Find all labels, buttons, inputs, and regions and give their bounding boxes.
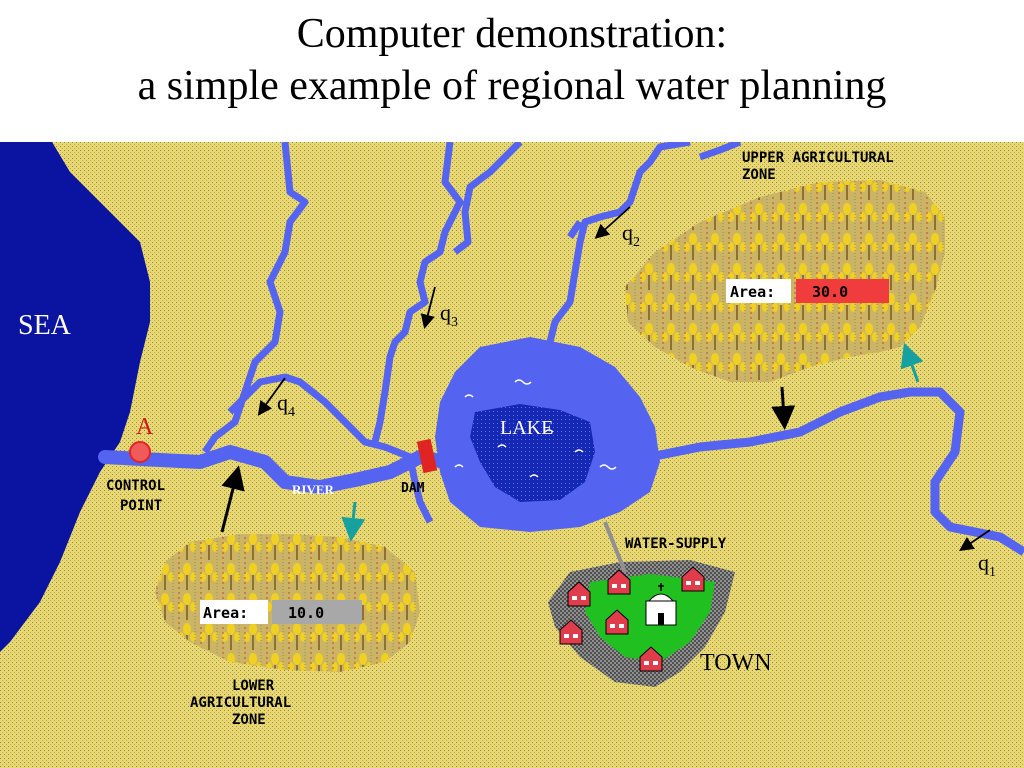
control-point-label-line1: CONTROL xyxy=(106,478,165,494)
dam xyxy=(416,438,438,474)
upper-zone-label-line2: ZONE xyxy=(742,167,776,183)
lower-zone-label-line3: ZONE xyxy=(232,712,266,728)
lower-area-label: Area: xyxy=(203,604,248,622)
control-point-marker xyxy=(129,441,151,463)
inflow-q3-label: q3 xyxy=(440,300,458,330)
lower-area-value-box xyxy=(272,600,362,624)
inflow-arrow-q1-icon xyxy=(959,529,991,552)
east-river xyxy=(649,387,1024,556)
page-title: Computer demonstration: a simple example… xyxy=(0,8,1024,112)
arrow-teal-up-icon xyxy=(900,342,924,383)
upper-area-value-box xyxy=(796,279,889,303)
dam-label: DAM xyxy=(401,481,425,496)
upper-area-value: 30.0 xyxy=(812,283,848,301)
inflow-arrow-q3-icon xyxy=(420,286,436,329)
inflow-q1-label: q1 xyxy=(978,550,996,580)
arrow-down-icon xyxy=(771,386,796,430)
house-icon xyxy=(567,581,591,607)
water-supply-pipe xyxy=(603,521,627,573)
river-label: RIVER xyxy=(292,482,335,497)
lower-zone-label-line2: AGRICULTURAL xyxy=(190,695,291,711)
river xyxy=(98,445,452,494)
lower-area-value: 10.0 xyxy=(288,604,324,622)
house-icon xyxy=(607,569,631,595)
title-line-1: Computer demonstration: xyxy=(296,11,728,57)
upper-area-label: Area: xyxy=(730,283,775,301)
lake-waves xyxy=(454,379,617,478)
water-supply-label: WATER-SUPPLY xyxy=(625,536,727,552)
house-icon xyxy=(605,609,629,635)
town-label: TOWN xyxy=(700,650,772,676)
inflow-arrow-q2-icon xyxy=(594,206,631,239)
flow-arrows xyxy=(220,206,991,552)
control-point-marker-label: A xyxy=(136,414,154,440)
church-icon xyxy=(645,583,677,626)
town-houses xyxy=(559,566,705,672)
lake-label: LAKE xyxy=(500,417,553,439)
house-icon xyxy=(639,646,663,672)
title-line-2: a simple example of regional water plann… xyxy=(137,63,887,109)
lower-zone-label-line1: LOWER xyxy=(232,678,275,694)
house-icon xyxy=(681,566,705,592)
water-planning-map: SEA LAKE RIVER DAM A CONTROL POINT UPPER… xyxy=(0,142,1024,768)
inflow-q4-label: q4 xyxy=(277,390,295,420)
inflow-q2-label: q2 xyxy=(622,220,640,250)
house-icon xyxy=(559,619,583,645)
lower-area-label-box xyxy=(200,600,268,624)
control-point-label-line2: POINT xyxy=(120,498,162,514)
sea xyxy=(0,142,150,652)
lake-deep-area xyxy=(470,404,595,502)
upper-area-label-box xyxy=(726,279,791,303)
tributaries xyxy=(202,142,742,524)
sea-label: SEA xyxy=(18,310,72,341)
upper-zone-label-line1: UPPER AGRICULTURAL xyxy=(742,150,894,166)
arrow-up-icon xyxy=(220,465,245,533)
inflow-arrow-q4-icon xyxy=(257,377,286,416)
arrow-teal-down-icon xyxy=(341,501,366,542)
